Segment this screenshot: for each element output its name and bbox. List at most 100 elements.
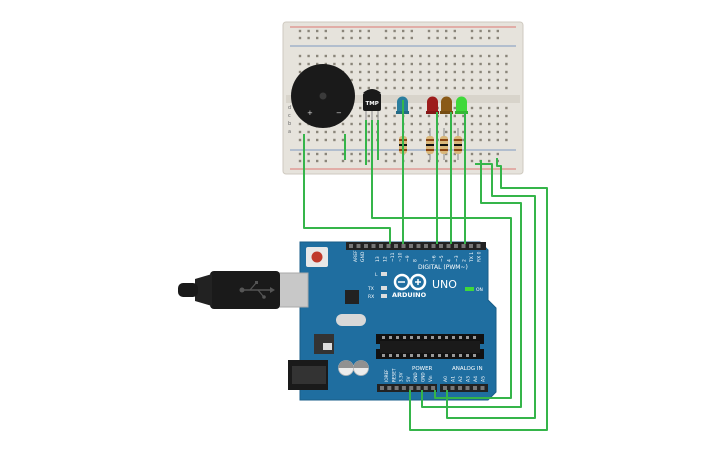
breadboard-hole[interactable] xyxy=(384,70,388,74)
breadboard-hole[interactable] xyxy=(367,130,370,134)
breadboard-hole[interactable] xyxy=(462,62,465,66)
rail-hole[interactable] xyxy=(298,29,302,33)
rail-hole[interactable] xyxy=(359,159,362,163)
breadboard-hole[interactable] xyxy=(427,86,431,90)
breadboard-hole[interactable] xyxy=(479,70,482,74)
breadboard-hole[interactable] xyxy=(479,122,482,126)
rail-hole[interactable] xyxy=(384,29,388,33)
breadboard-hole[interactable] xyxy=(324,54,327,58)
breadboard-hole[interactable] xyxy=(410,54,413,58)
rail-hole[interactable] xyxy=(479,29,482,33)
breadboard-hole[interactable] xyxy=(367,70,370,74)
digital-header-hole[interactable] xyxy=(349,244,353,248)
breadboard-hole[interactable] xyxy=(470,130,474,134)
rail-hole[interactable] xyxy=(453,152,456,156)
power-header-hole[interactable] xyxy=(416,386,421,390)
breadboard-hole[interactable] xyxy=(402,62,405,66)
breadboard-hole[interactable] xyxy=(453,78,456,82)
breadboard-hole[interactable] xyxy=(350,114,353,118)
digital-pin-holes[interactable] xyxy=(349,244,481,248)
breadboard-hole[interactable] xyxy=(410,78,413,82)
breadboard-hole[interactable] xyxy=(324,62,327,66)
breadboard-hole[interactable] xyxy=(359,114,362,118)
breadboard-hole[interactable] xyxy=(496,62,499,66)
rail-hole[interactable] xyxy=(479,36,482,40)
digital-header-hole[interactable] xyxy=(439,244,443,248)
breadboard-hole[interactable] xyxy=(359,62,362,66)
breadboard-hole[interactable] xyxy=(393,106,396,110)
power-header-hole[interactable] xyxy=(401,386,406,390)
breadboard-hole[interactable] xyxy=(505,130,508,134)
digital-header-hole[interactable] xyxy=(461,244,466,248)
breadboard-hole[interactable] xyxy=(496,54,499,58)
breadboard-hole[interactable] xyxy=(453,70,456,74)
breadboard-hole[interactable] xyxy=(445,130,448,134)
rail-hole[interactable] xyxy=(384,36,388,40)
analog-header-hole[interactable] xyxy=(465,386,470,390)
power-header-hole[interactable] xyxy=(423,386,428,390)
breadboard-hole[interactable] xyxy=(367,86,370,90)
breadboard-hole[interactable] xyxy=(316,54,319,58)
breadboard-hole[interactable] xyxy=(316,130,319,134)
rail-hole[interactable] xyxy=(393,152,396,156)
breadboard-hole[interactable] xyxy=(376,62,379,66)
digital-header-hole[interactable] xyxy=(386,244,391,248)
breadboard-hole[interactable] xyxy=(333,130,336,134)
breadboard-hole[interactable] xyxy=(488,70,491,74)
breadboard-hole[interactable] xyxy=(333,54,336,58)
rail-hole[interactable] xyxy=(359,29,362,33)
wire-rail-to-a1[interactable] xyxy=(446,163,536,419)
breadboard-hole[interactable] xyxy=(462,86,465,90)
breadboard-hole[interactable] xyxy=(393,70,396,74)
breadboard-hole[interactable] xyxy=(367,62,370,66)
rail-hole[interactable] xyxy=(307,152,310,156)
breadboard-hole[interactable] xyxy=(410,138,413,142)
breadboard-hole[interactable] xyxy=(333,62,336,66)
digital-header-hole[interactable] xyxy=(409,244,413,248)
wires[interactable] xyxy=(303,100,548,431)
breadboard-hole[interactable] xyxy=(453,62,456,66)
digital-header-hole[interactable] xyxy=(424,244,428,248)
resistor-3[interactable] xyxy=(440,128,448,160)
breadboard-hole[interactable] xyxy=(470,122,474,126)
breadboard-hole[interactable] xyxy=(488,122,491,126)
breadboard-hole[interactable] xyxy=(427,114,431,118)
breadboard-hole[interactable] xyxy=(393,122,396,126)
breadboard-hole[interactable] xyxy=(496,114,499,118)
rail-hole[interactable] xyxy=(298,36,302,40)
rail-hole[interactable] xyxy=(453,159,456,163)
breadboard-hole[interactable] xyxy=(367,122,370,126)
resistor-4[interactable] xyxy=(454,128,462,160)
breadboard-hole[interactable] xyxy=(462,122,465,126)
breadboard-hole[interactable] xyxy=(462,78,465,82)
breadboard-hole[interactable] xyxy=(359,70,362,74)
rail-hole[interactable] xyxy=(341,36,345,40)
breadboard-hole[interactable] xyxy=(462,54,465,58)
breadboard-hole[interactable] xyxy=(393,62,396,66)
usb-connector[interactable] xyxy=(178,271,309,309)
breadboard-hole[interactable] xyxy=(496,70,499,74)
digital-header[interactable] xyxy=(346,242,486,250)
analog-header-hole[interactable] xyxy=(473,386,477,390)
breadboard-hole[interactable] xyxy=(436,62,439,66)
rail-hole[interactable] xyxy=(470,159,474,163)
breadboard-hole[interactable] xyxy=(341,138,345,142)
breadboard-hole[interactable] xyxy=(376,54,379,58)
rail-hole[interactable] xyxy=(367,36,370,40)
breadboard-hole[interactable] xyxy=(367,54,370,58)
breadboard-hole[interactable] xyxy=(333,138,336,142)
breadboard-hole[interactable] xyxy=(488,114,491,118)
breadboard-hole[interactable] xyxy=(470,114,474,118)
breadboard-hole[interactable] xyxy=(359,106,362,110)
breadboard-hole[interactable] xyxy=(419,70,422,74)
breadboard-hole[interactable] xyxy=(453,86,456,90)
power-header-hole[interactable] xyxy=(394,386,399,390)
breadboard-hole[interactable] xyxy=(384,114,388,118)
digital-header-hole[interactable] xyxy=(476,244,481,248)
breadboard-hole[interactable] xyxy=(376,78,379,82)
breadboard-hole[interactable] xyxy=(410,122,413,126)
rail-hole[interactable] xyxy=(367,29,370,33)
breadboard-hole[interactable] xyxy=(470,62,474,66)
rail-hole[interactable] xyxy=(402,36,405,40)
